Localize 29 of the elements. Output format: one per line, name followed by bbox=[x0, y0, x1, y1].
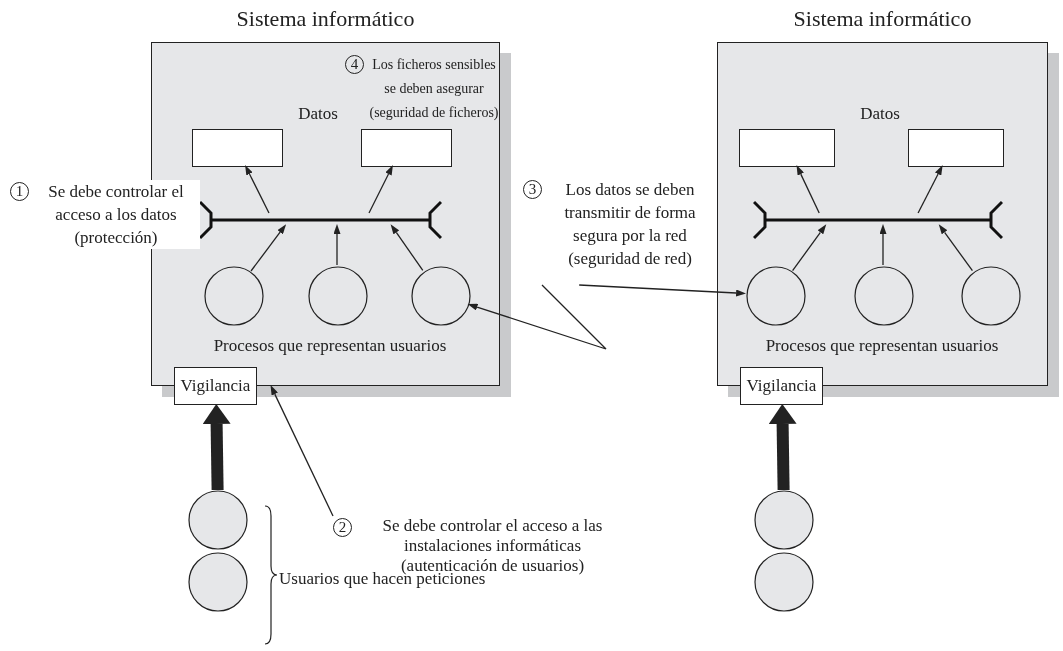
arrow bbox=[270, 385, 334, 517]
arrow bbox=[333, 224, 341, 266]
arrow bbox=[245, 165, 270, 214]
text-label: Procesos que representan usuarios bbox=[212, 335, 448, 357]
arrow bbox=[467, 284, 607, 350]
data-box bbox=[739, 129, 835, 167]
text-label: Datos bbox=[859, 103, 901, 125]
system-title: Sistema informático bbox=[792, 5, 973, 33]
surveillance-box: Vigilancia bbox=[740, 367, 823, 405]
arrow bbox=[796, 165, 820, 214]
system-title: Sistema informático bbox=[235, 5, 416, 33]
arrow bbox=[879, 224, 887, 266]
text-label: Datos bbox=[297, 103, 339, 125]
arrow bbox=[578, 284, 747, 297]
arrow bbox=[917, 165, 943, 214]
callout-text: Los ficheros sensibles se deben asegurar (seguridad de ficheros) bbox=[368, 56, 500, 122]
arrow bbox=[390, 224, 424, 272]
thick-arrow bbox=[768, 404, 797, 491]
data-box bbox=[908, 129, 1004, 167]
data-box bbox=[192, 129, 283, 167]
arrow bbox=[791, 224, 827, 272]
arrow bbox=[368, 165, 393, 214]
thick-arrow bbox=[202, 404, 231, 491]
arrow bbox=[938, 224, 974, 272]
surveillance-box: Vigilancia bbox=[174, 367, 257, 405]
text-label: Procesos que representan usuarios bbox=[764, 335, 1000, 357]
callout-text: Los datos se deben transmitir de forma segura por la red (seguridad de red) bbox=[563, 179, 697, 270]
data-box bbox=[361, 129, 452, 167]
arrow bbox=[250, 224, 287, 272]
